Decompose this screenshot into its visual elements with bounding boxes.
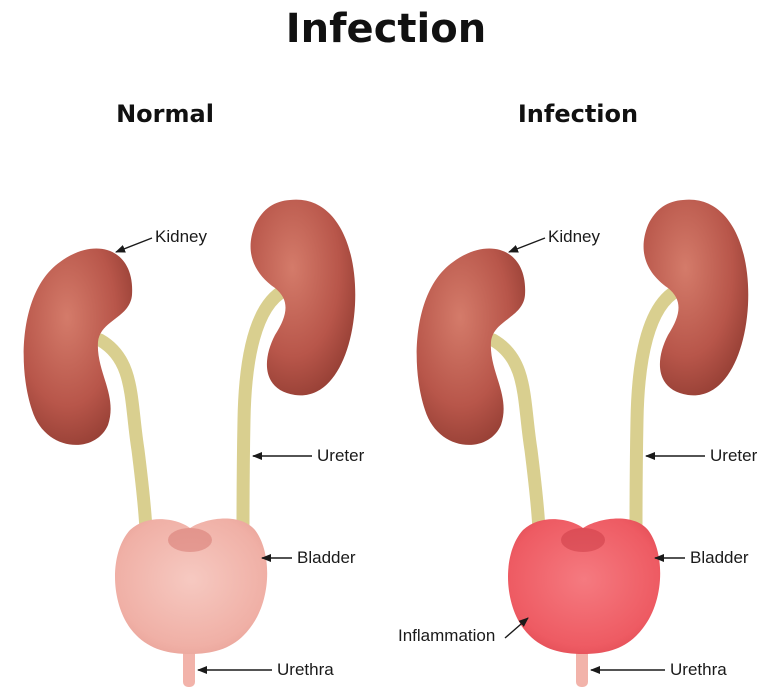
panel-normal: Normal Kidney Ureter Bladder Urethra xyxy=(24,100,365,687)
ureter-right-infection xyxy=(636,290,678,530)
panel-heading-normal: Normal xyxy=(116,100,214,128)
arrow-kidney-infection xyxy=(509,238,545,252)
diagram-title: Infection xyxy=(286,6,486,52)
bladder-inflamed-shading xyxy=(561,528,605,552)
ureter-right xyxy=(243,290,285,530)
bladder-normal-shading xyxy=(168,528,212,552)
label-inflammation: Inflammation xyxy=(398,626,495,645)
ureter-left-infection xyxy=(493,340,539,530)
label-kidney-infection: Kidney xyxy=(548,227,600,246)
label-urethra-infection: Urethra xyxy=(670,660,727,679)
label-bladder-infection: Bladder xyxy=(690,548,749,567)
label-urethra-normal: Urethra xyxy=(277,660,334,679)
label-ureter-normal: Ureter xyxy=(317,446,365,465)
panel-infection: Infection Kidney Ureter Bladder Inflamma… xyxy=(398,100,758,687)
ureter-left xyxy=(100,340,146,530)
label-bladder-normal: Bladder xyxy=(297,548,356,567)
panel-heading-infection: Infection xyxy=(518,100,638,128)
label-kidney-normal: Kidney xyxy=(155,227,207,246)
arrow-kidney-normal xyxy=(116,238,152,252)
label-ureter-infection: Ureter xyxy=(710,446,758,465)
